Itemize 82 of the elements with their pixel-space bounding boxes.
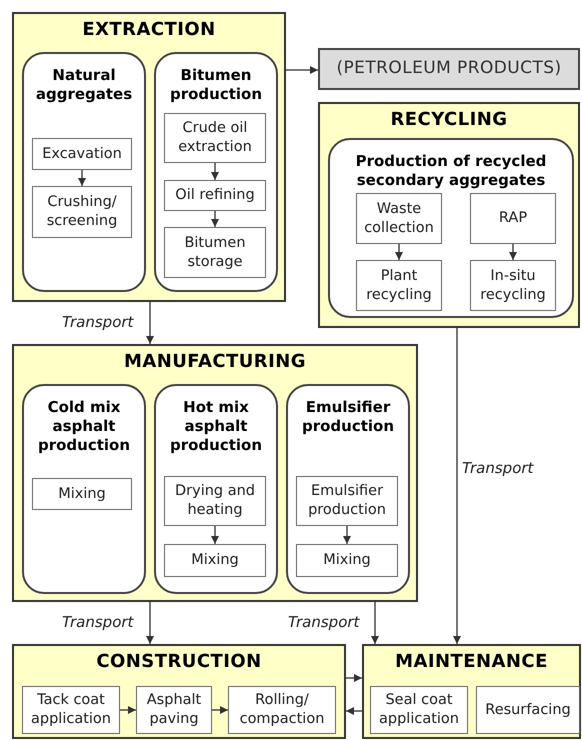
process-step (356, 193, 442, 244)
node-label: RECYCLING (389, 108, 509, 132)
arrow (211, 211, 219, 227)
arrow (146, 302, 154, 344)
process-step (164, 113, 266, 163)
arrow (371, 602, 379, 644)
process-group (328, 138, 574, 318)
node-label: Seal coat application (378, 691, 460, 729)
process-step (476, 686, 580, 734)
node-label: CONSTRUCTION (95, 650, 263, 674)
node-label: Tack coat application (30, 691, 112, 729)
node-label: Bitumen production (168, 65, 264, 104)
node-label: Hot mix asphalt production (168, 397, 264, 455)
edge-label: Transport (288, 612, 360, 632)
process-step (32, 478, 132, 510)
arrow (211, 526, 219, 544)
node-label: Emulsifier production (300, 397, 396, 436)
node-label: Emulsifier production (307, 482, 387, 520)
node-label: Mixing (322, 551, 372, 570)
process-group (154, 52, 278, 292)
process-step (164, 544, 266, 577)
edge-label: Transport (62, 612, 134, 632)
node-label: Asphalt paving (146, 691, 202, 729)
arrow (509, 244, 517, 260)
node-label: Resurfacing (484, 700, 572, 720)
node-label: RAP (498, 209, 528, 228)
node-label: Rolling/ compaction (238, 691, 326, 729)
output-box (318, 48, 580, 90)
process-step (228, 686, 336, 734)
process-step (164, 180, 266, 211)
stage-panel (362, 644, 581, 739)
arrow (453, 328, 461, 644)
node-label: Drying and heating (174, 482, 256, 520)
process-group (22, 384, 146, 594)
node-label: MAINTENANCE (394, 650, 549, 674)
node-label: Oil refining (174, 186, 256, 205)
arrow (212, 706, 228, 714)
process-step (32, 186, 132, 238)
stage-panel (12, 12, 286, 302)
node-label: Waste collection (363, 200, 435, 238)
process-step (370, 686, 468, 734)
node-label: Bitumen storage (183, 234, 247, 272)
node-label: Crushing/ screening (46, 193, 118, 231)
process-step (32, 138, 132, 170)
process-step (164, 476, 266, 526)
node-label: Excavation (41, 144, 123, 164)
process-step (22, 686, 120, 734)
node-label: Mixing (57, 484, 107, 504)
node-label: Plant recycling (365, 266, 433, 304)
arrow (343, 526, 351, 544)
process-group (22, 52, 146, 292)
stage-panel (12, 344, 418, 602)
node-label: Mixing (190, 551, 240, 570)
process-step (296, 476, 398, 526)
node-label: MANUFACTURING (122, 350, 308, 374)
arrow (286, 66, 318, 74)
node-label: Natural aggregates (34, 65, 134, 104)
arrow (346, 707, 362, 715)
node-label: EXTRACTION (81, 18, 217, 42)
node-label: Cold mix asphalt production (36, 397, 132, 455)
arrow (146, 602, 154, 644)
arrow (78, 170, 86, 186)
node-label: Production of recycled secondary aggregates (354, 151, 548, 190)
process-step (356, 260, 442, 311)
edge-label: Transport (62, 312, 134, 332)
process-step (136, 686, 212, 734)
process-step (470, 193, 556, 244)
process-group (286, 384, 410, 594)
stage-panel (12, 644, 346, 739)
process-step (164, 227, 266, 278)
arrow (346, 674, 362, 682)
process-step (296, 544, 398, 577)
edge-label: Transport (462, 458, 534, 478)
node-label: Crude oil extraction (177, 119, 253, 157)
arrow (395, 244, 403, 260)
node-label: (PETROLEUM PRODUCTS) (336, 57, 562, 80)
node-label: In-situ recycling (479, 266, 547, 304)
stage-panel (318, 102, 580, 328)
arrow (120, 706, 136, 714)
process-step (470, 260, 556, 311)
arrow (211, 163, 219, 180)
process-group (154, 384, 278, 594)
